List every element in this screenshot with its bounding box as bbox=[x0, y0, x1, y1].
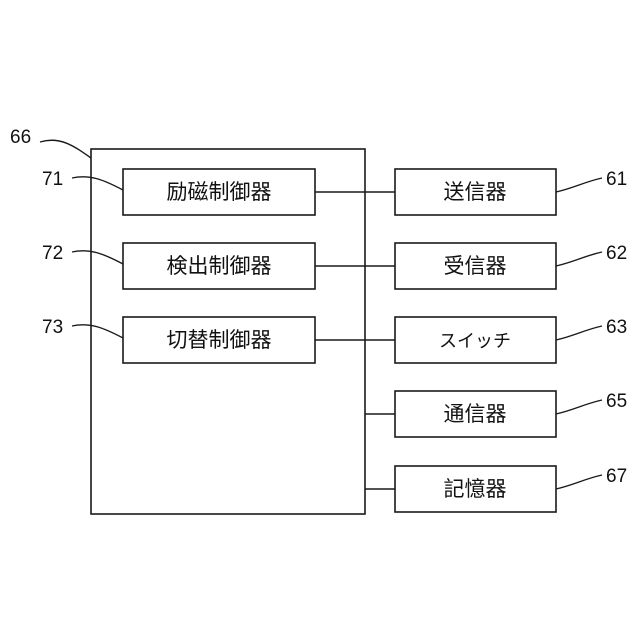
device-leader-communicator bbox=[556, 400, 602, 414]
device-leader-switch bbox=[556, 326, 602, 340]
container-leader bbox=[40, 140, 91, 158]
controller-ref-detection: 72 bbox=[42, 243, 63, 264]
container-ref: 66 bbox=[10, 127, 31, 148]
device-ref-communicator: 65 bbox=[606, 391, 627, 412]
device-label-transmitter: 送信器 bbox=[444, 180, 507, 204]
device-ref-switch: 63 bbox=[606, 317, 627, 338]
controller-ref-switching: 73 bbox=[42, 317, 63, 338]
controller-label-switching: 切替制御器 bbox=[167, 328, 272, 352]
device-label-receiver: 受信器 bbox=[444, 254, 507, 278]
device-label-switch: スイッチ bbox=[439, 331, 511, 352]
controller-ref-excitation: 71 bbox=[42, 169, 63, 190]
device-leader-memory bbox=[556, 475, 602, 489]
device-leader-transmitter bbox=[556, 178, 602, 192]
device-label-communicator: 通信器 bbox=[444, 402, 507, 426]
device-ref-receiver: 62 bbox=[606, 243, 627, 264]
controller-label-detection: 検出制御器 bbox=[167, 254, 272, 278]
device-leader-receiver bbox=[556, 252, 602, 266]
device-label-memory: 記憶器 bbox=[444, 477, 507, 501]
controller-label-excitation: 励磁制御器 bbox=[167, 180, 272, 204]
device-ref-memory: 67 bbox=[606, 466, 627, 487]
device-ref-transmitter: 61 bbox=[606, 169, 627, 190]
